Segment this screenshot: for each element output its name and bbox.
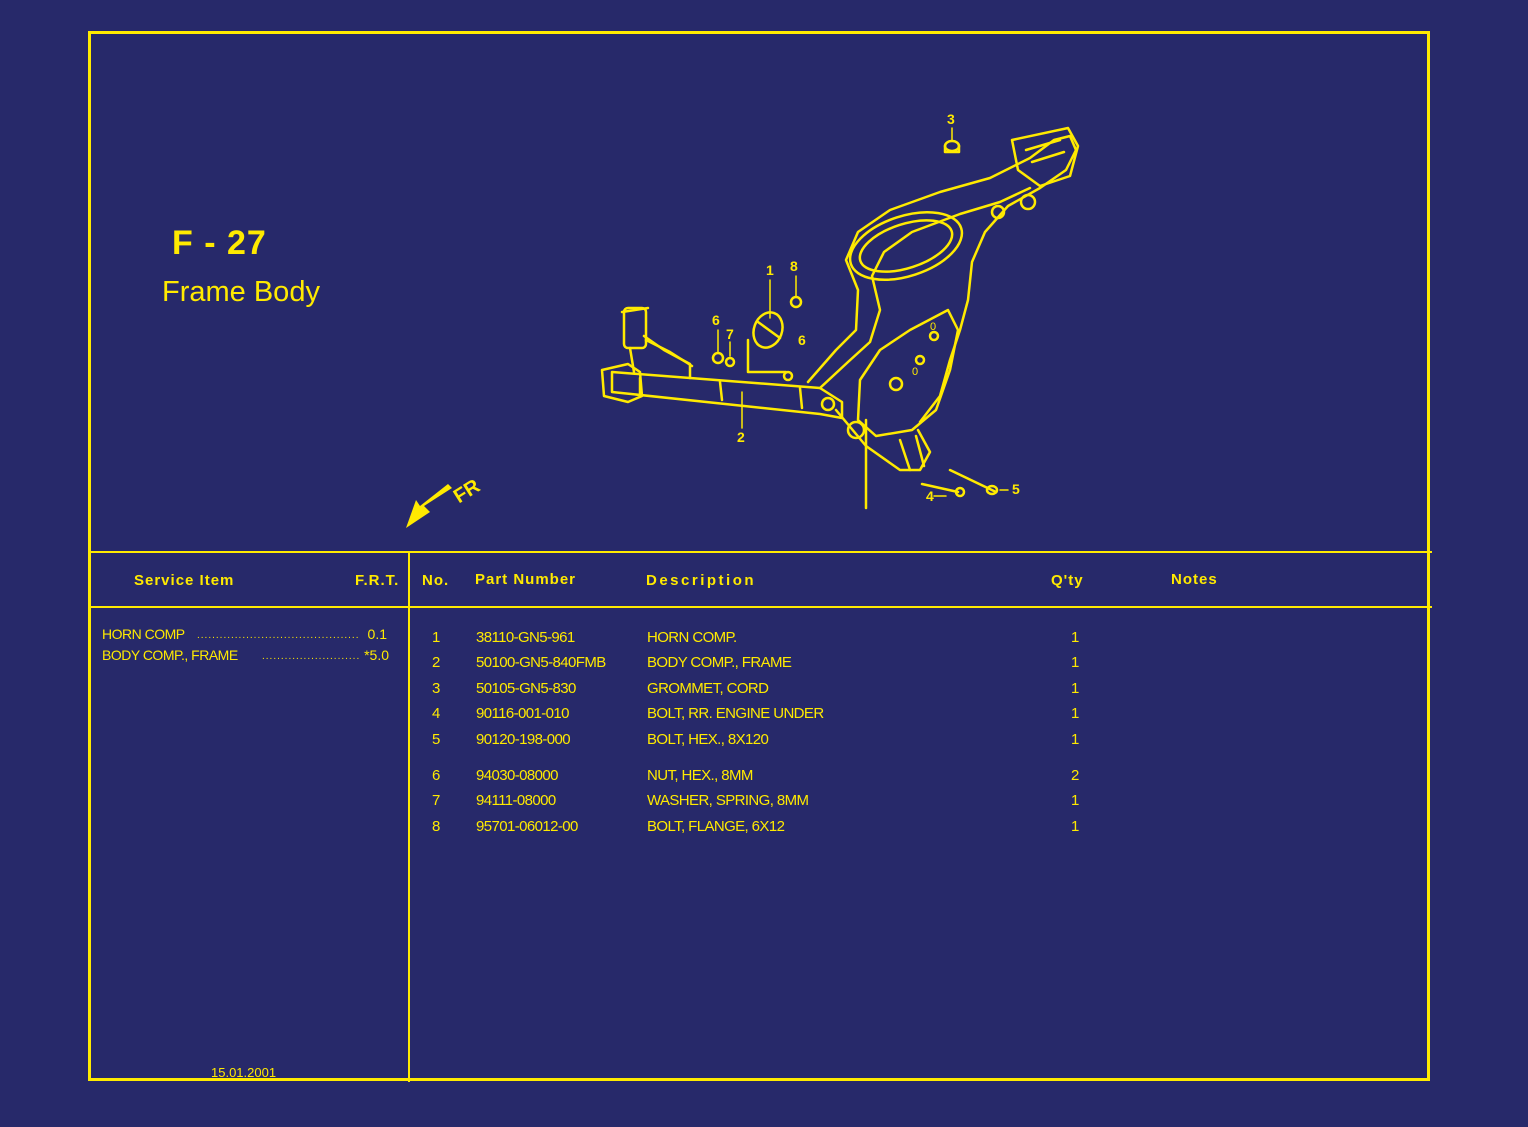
page-code: F - 27 xyxy=(172,224,267,262)
callout-0b: 0 xyxy=(912,366,918,378)
part-description: BOLT, HEX., 8X120 xyxy=(647,731,769,748)
part-number: 38110-GN5-961 xyxy=(476,629,575,646)
header-part-number: Part Number xyxy=(475,571,577,588)
part-number: 50105-GN5-830 xyxy=(476,680,576,697)
part-no: 7 xyxy=(432,792,440,809)
page-title: Frame Body xyxy=(162,276,320,308)
down-tube xyxy=(610,370,844,420)
column-divider xyxy=(408,552,410,1082)
service-item-frt: 0.1 xyxy=(367,626,387,642)
part-no: 2 xyxy=(432,654,440,671)
part-no: 1 xyxy=(432,629,440,646)
callout-6b: 6 xyxy=(798,332,806,348)
page-border xyxy=(88,31,1430,1081)
direction-label: FR xyxy=(450,475,485,508)
part-number: 90116-001-010 xyxy=(476,705,569,722)
part-qty: 2 xyxy=(1071,767,1079,784)
header-notes: Notes xyxy=(1171,571,1218,588)
header-divider xyxy=(88,606,1432,608)
part-qty: 1 xyxy=(1071,680,1079,697)
service-item-frt: *5.0 xyxy=(364,647,389,663)
part-no: 3 xyxy=(432,680,440,697)
header-service-item: Service Item xyxy=(134,572,235,589)
frame-opening xyxy=(848,211,964,281)
front-direction-arrow xyxy=(406,484,452,528)
header-frt: F.R.T. xyxy=(355,572,400,589)
part-number: 90120-198-000 xyxy=(476,731,571,748)
part-no: 8 xyxy=(432,818,440,835)
callout-4: 4 xyxy=(926,488,934,504)
part-qty: 1 xyxy=(1071,629,1079,646)
service-item-name: HORN COMP xyxy=(102,626,185,642)
front-bracket xyxy=(600,362,644,404)
head-pipe xyxy=(806,134,1078,424)
part-qty: 1 xyxy=(1071,654,1079,671)
part-qty: 1 xyxy=(1071,792,1079,809)
callout-1: 1 xyxy=(766,262,774,278)
part-description: BODY COMP., FRAME xyxy=(647,654,792,671)
part-number: 94030-08000 xyxy=(476,767,558,784)
part-no: 5 xyxy=(432,731,440,748)
callout-3: 3 xyxy=(947,111,955,127)
callout-0a: 0 xyxy=(930,321,936,333)
leader-dots: ........................................… xyxy=(262,651,360,662)
callout-6a: 6 xyxy=(712,312,720,328)
callout-7: 7 xyxy=(726,326,734,342)
part-number: 94111-08000 xyxy=(476,792,556,809)
part-description: NUT, HEX., 8MM xyxy=(647,767,753,784)
header-no: No. xyxy=(422,572,450,589)
part-number: 50100-GN5-840FMB xyxy=(476,654,606,671)
part-description: WASHER, SPRING, 8MM xyxy=(647,792,809,809)
part-description: HORN COMP. xyxy=(647,629,737,646)
callout-8: 8 xyxy=(790,258,798,274)
part-no: 4 xyxy=(432,705,440,722)
diagram-divider xyxy=(88,551,1432,553)
header-qty: Q'ty xyxy=(1051,572,1084,589)
horn xyxy=(752,311,784,349)
revision-date: 15.01.2001 xyxy=(211,1065,277,1080)
part-number: 95701-06012-00 xyxy=(476,818,578,835)
part-description: GROMMET, CORD xyxy=(647,680,769,697)
callout-5: 5 xyxy=(1012,481,1020,497)
part-no: 6 xyxy=(432,767,440,784)
header-description: Description xyxy=(646,572,757,589)
part-qty: 1 xyxy=(1071,705,1079,722)
grommet xyxy=(943,139,961,153)
lower-plate xyxy=(856,308,960,438)
bolt-4 xyxy=(920,482,960,494)
part-description: BOLT, RR. ENGINE UNDER xyxy=(647,705,824,722)
leader-dots: ........................................… xyxy=(197,630,359,641)
part-qty: 1 xyxy=(1071,731,1079,748)
part-description: BOLT, FLANGE, 6X12 xyxy=(647,818,785,835)
callout-2: 2 xyxy=(737,429,745,445)
service-item-name: BODY COMP., FRAME xyxy=(102,647,238,663)
part-qty: 1 xyxy=(1071,818,1079,835)
